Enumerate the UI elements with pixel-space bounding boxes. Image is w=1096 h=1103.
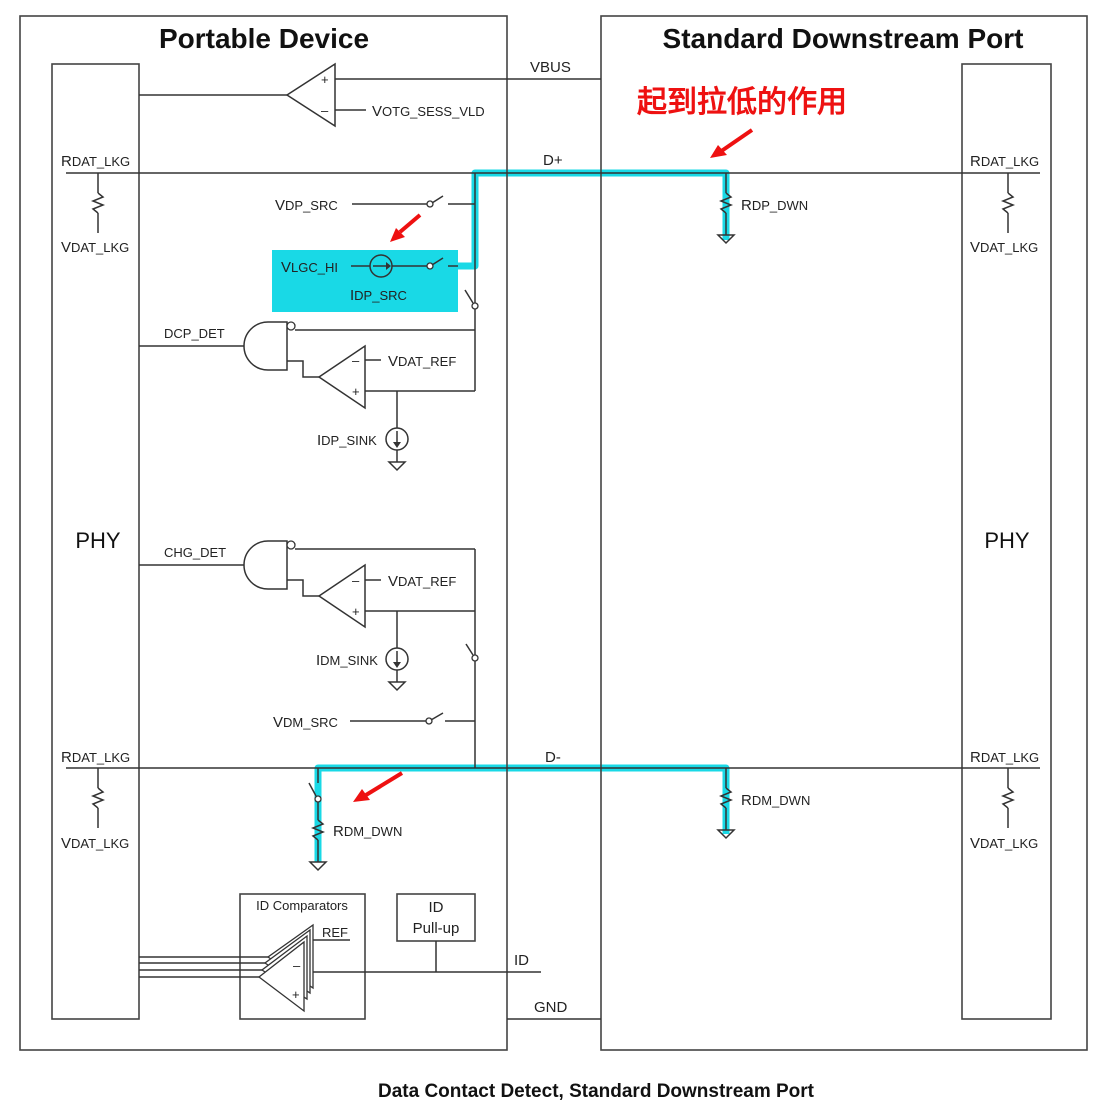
rdm-dwn-port-resistor xyxy=(716,768,736,840)
annotation-text: 起到拉低的作用 xyxy=(637,85,847,120)
vdat-ref-label-2: VDAT_REF xyxy=(388,573,456,590)
chg-comparator: – + xyxy=(317,563,475,629)
vdat-lkg-label-dminus: VDAT_LKG xyxy=(61,835,129,852)
id-comparator-stack: – + xyxy=(139,923,541,1013)
id-pullup-line1: ID xyxy=(429,899,444,916)
right-dminus-leak-resistor xyxy=(1000,768,1016,828)
idp-src-highlight-box xyxy=(272,250,458,312)
dminus-label: D- xyxy=(545,749,561,766)
dcp-det-label: DCP_DET xyxy=(164,326,225,341)
rdat-lkg-label-right: RDAT_LKG xyxy=(970,153,1039,170)
dcp-det-and-gate xyxy=(139,321,475,378)
svg-text:–: – xyxy=(293,958,301,973)
dplus-sense-switch xyxy=(464,289,479,310)
left-dplus-leak-resistor xyxy=(90,173,106,233)
ref-label: REF xyxy=(322,925,348,940)
vdm-src-switch xyxy=(350,712,475,725)
portable-device-title: Portable Device xyxy=(159,23,369,54)
svg-text:+: + xyxy=(292,987,300,1002)
phy-left-label: PHY xyxy=(75,528,121,553)
rdat-lkg-label-dminus: RDAT_LKG xyxy=(61,749,130,766)
vdat-lkg-label-dminus-right: VDAT_LKG xyxy=(970,835,1038,852)
portable-device-box xyxy=(19,15,508,1051)
idm-sink-label: IDM_SINK xyxy=(316,652,378,669)
annotation-arrow-dplus xyxy=(710,128,754,158)
left-dminus-leak-resistor xyxy=(90,768,106,828)
ground-icon xyxy=(716,829,736,840)
vdp-src-switch xyxy=(352,195,475,208)
phy-left-box xyxy=(51,63,140,1020)
idp-sink-current-source xyxy=(385,391,409,472)
rdp-dwn-resistor xyxy=(716,173,736,245)
dminus-highlight-path xyxy=(314,764,730,862)
svg-text:+: + xyxy=(352,604,360,619)
vbus-comparator: + – xyxy=(139,62,601,128)
downstream-port-box xyxy=(600,15,1088,1051)
chg-det-label: CHG_DET xyxy=(164,545,226,560)
idp-src-label: IDP_SRC xyxy=(350,287,407,304)
rdm-dwn-label-port: RDM_DWN xyxy=(741,792,810,809)
votg-sess-vld-label: VOTG_SESS_VLD xyxy=(372,103,485,120)
chg-det-and-gate xyxy=(139,540,475,597)
gnd-label: GND xyxy=(534,999,568,1016)
phy-right-label: PHY xyxy=(984,528,1030,553)
svg-text:–: – xyxy=(352,353,360,368)
phy-right-box xyxy=(961,63,1052,1020)
rdm-dwn-label-device: RDM_DWN xyxy=(333,823,402,840)
downstream-port-title: Standard Downstream Port xyxy=(663,23,1024,54)
vdat-ref-label-1: VDAT_REF xyxy=(388,353,456,370)
svg-text:–: – xyxy=(321,103,329,118)
dminus-sense-switch xyxy=(465,643,479,662)
vbus-label: VBUS xyxy=(530,59,571,76)
ground-icon xyxy=(716,234,736,245)
dplus-highlight-path xyxy=(458,169,730,270)
idm-sink-current-source xyxy=(385,611,409,692)
rdat-lkg-label: RDAT_LKG xyxy=(61,153,130,170)
vdm-src-label: VDM_SRC xyxy=(273,714,338,731)
dcp-comparator: – + xyxy=(317,344,475,410)
svg-text:+: + xyxy=(352,384,360,399)
vdp-src-label: VDP_SRC xyxy=(275,197,338,214)
right-dplus-leak-resistor xyxy=(1000,173,1016,233)
ground-icon xyxy=(387,461,407,472)
annotation-arrow-rdm-dwn xyxy=(353,771,404,802)
vlgc-hi-label: VLGC_HI xyxy=(281,259,338,276)
ground-icon xyxy=(387,681,407,692)
id-pullup-line2: Pull-up xyxy=(413,920,460,937)
rdm-dwn-device-resistor xyxy=(308,768,328,872)
svg-text:–: – xyxy=(352,573,360,588)
id-label: ID xyxy=(514,952,529,969)
vdat-lkg-label: VDAT_LKG xyxy=(61,239,129,256)
vdat-lkg-label-right: VDAT_LKG xyxy=(970,239,1038,256)
svg-text:+: + xyxy=(321,72,329,87)
idp-src-current-source xyxy=(351,254,458,278)
ground-icon xyxy=(308,861,328,872)
idp-sink-label: IDP_SINK xyxy=(317,432,377,449)
figure-caption: Data Contact Detect, Standard Downstream… xyxy=(378,1081,815,1102)
rdat-lkg-label-dminus-right: RDAT_LKG xyxy=(970,749,1039,766)
annotation-arrow-idp-src xyxy=(390,213,422,242)
dplus-label: D+ xyxy=(543,152,563,169)
id-comparators-label: ID Comparators xyxy=(256,898,348,913)
rdp-dwn-label: RDP_DWN xyxy=(741,197,808,214)
